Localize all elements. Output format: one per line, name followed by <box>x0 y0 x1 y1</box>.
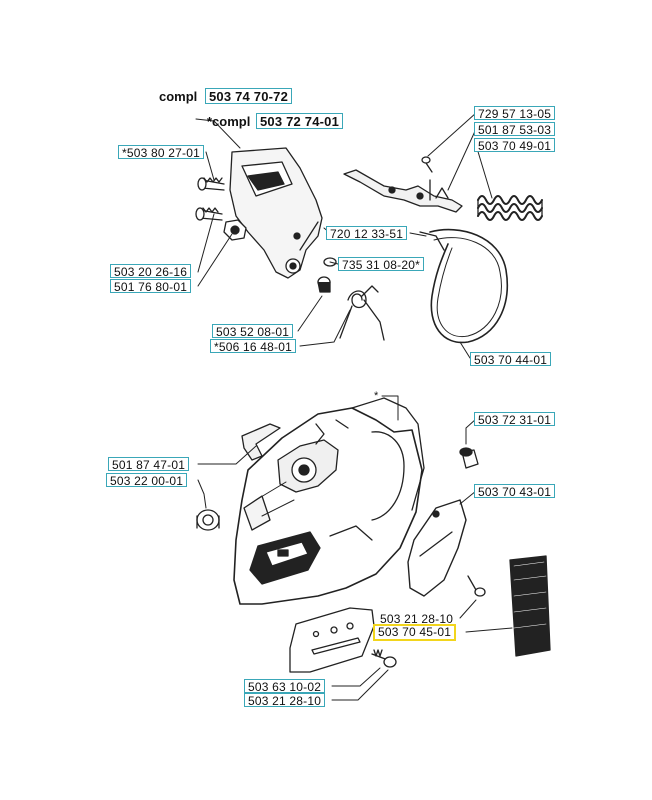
compl-prefix: compl <box>159 89 198 104</box>
part-number-503-80-27-01[interactable]: *503 80 27-01 <box>118 145 204 160</box>
coil-spring-part <box>477 195 543 221</box>
part-number-720-12-33-51[interactable]: 720 12 33-51 <box>326 226 408 241</box>
part-number-729-57-13-05[interactable]: 729 57 13-05 <box>474 106 556 121</box>
part-number-503-52-08-01[interactable]: 503 52 08-01 <box>212 324 294 339</box>
part-number-506-16-48-01[interactable]: *506 16 48-01 <box>210 339 296 354</box>
compl2-prefix: *compl <box>207 114 251 129</box>
brake-band-part <box>419 228 508 344</box>
buffer-part <box>459 447 479 469</box>
part-number-503-21-28-10-upper[interactable]: 503 21 28-10 <box>376 611 458 626</box>
part-number-503-70-45-01-highlighted[interactable]: 503 70 45-01 <box>373 624 457 641</box>
nut-lower-part <box>196 509 220 531</box>
part-number-503-74-70-72[interactable]: 503 74 70-72 <box>205 88 293 104</box>
decal-part <box>509 555 551 657</box>
part-number-501-76-80-01[interactable]: 501 76 80-01 <box>110 279 192 294</box>
star-marker: * <box>374 390 379 402</box>
clutch-cover-part <box>233 397 425 605</box>
part-number-503-70-44-01[interactable]: 503 70 44-01 <box>470 352 552 367</box>
clip-part <box>241 423 281 461</box>
brake-lever-part <box>343 156 463 213</box>
leader-lines-lower <box>197 395 513 701</box>
compl-assembly-label-2: *compl <box>207 114 250 130</box>
washer-part <box>317 257 337 293</box>
part-number-501-87-47-01[interactable]: 501 87 47-01 <box>108 457 190 472</box>
part-number-735-31-08-20[interactable]: 735 31 08-20* <box>338 257 424 272</box>
part-number-503-22-00-01[interactable]: 503 22 00-01 <box>106 473 188 488</box>
screw-lower-part <box>467 575 486 597</box>
part-number-503-63-10-02[interactable]: 503 63 10-02 <box>244 679 326 694</box>
part-number-501-87-53-03[interactable]: 501 87 53-03 <box>474 122 556 137</box>
part-number-503-72-74-01[interactable]: 503 72 74-01 <box>256 113 344 129</box>
part-number-503-21-28-10-lower[interactable]: 503 21 28-10 <box>244 693 326 708</box>
torsion-spring-part <box>339 285 385 341</box>
part-number-503-72-31-01[interactable]: 503 72 31-01 <box>474 412 556 427</box>
screw-part <box>195 177 225 221</box>
nut-part <box>223 219 247 241</box>
side-plate-part <box>407 499 467 597</box>
part-number-503-70-49-01[interactable]: 503 70 49-01 <box>474 138 556 153</box>
part-number-503-70-43-01[interactable]: 503 70 43-01 <box>474 484 556 499</box>
guide-plate-part <box>289 607 375 673</box>
part-number-503-20-26-16[interactable]: 503 20 26-16 <box>110 264 192 279</box>
compl-assembly-label: compl <box>159 89 197 105</box>
bolt-part <box>371 649 397 668</box>
brake-handle-part <box>229 147 323 279</box>
